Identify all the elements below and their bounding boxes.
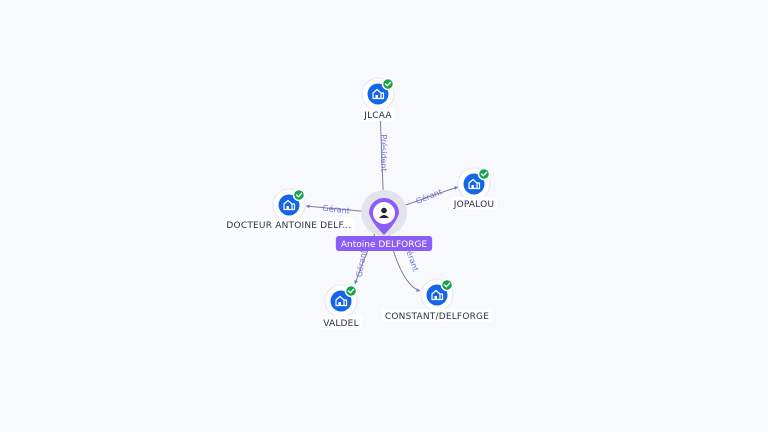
company-node-disc	[330, 290, 352, 312]
company-node-docteur[interactable]: DOCTEUR ANTOINE DELF...	[223, 188, 355, 231]
company-node-disc	[367, 83, 389, 105]
label-background	[223, 218, 355, 231]
label-background	[335, 236, 433, 251]
label-background	[450, 197, 498, 210]
label-background	[320, 316, 362, 329]
company-name-label: CONSTANT/DELFORGE	[381, 309, 493, 322]
building-icon	[335, 295, 348, 307]
person-name: Antoine DELFORGE	[341, 240, 428, 250]
company-name-label: JOPALOU	[450, 197, 498, 210]
building-icon	[283, 199, 296, 211]
edge-arrow-icon	[354, 280, 358, 284]
company-name: JLCAA	[363, 111, 392, 121]
person-name-label: Antoine DELFORGE	[335, 236, 433, 251]
relation-label: Gérant	[354, 249, 369, 278]
edge-arrow-icon	[416, 288, 420, 292]
company-node-disc	[426, 284, 448, 306]
building-icon	[468, 178, 481, 190]
edge-arrow-icon	[454, 186, 458, 190]
relation-label: Gérant	[414, 186, 443, 206]
company-node-valdel[interactable]: VALDEL	[320, 284, 362, 329]
person-node[interactable]: Antoine DELFORGE	[335, 190, 433, 251]
person-icon	[379, 207, 389, 218]
company-name: VALDEL	[323, 319, 359, 329]
label-background	[381, 309, 493, 322]
company-node-jopalou[interactable]: JOPALOU	[450, 167, 498, 210]
edge-arrow-icon	[306, 204, 310, 209]
verified-check-icon	[477, 167, 491, 181]
company-node-disc	[278, 194, 300, 216]
building-icon	[431, 289, 444, 301]
label-background	[361, 108, 395, 121]
verified-check-icon	[440, 278, 454, 292]
company-name: CONSTANT/DELFORGE	[385, 312, 489, 322]
company-name: DOCTEUR ANTOINE DELF...	[226, 221, 351, 231]
verified-check-icon	[344, 284, 358, 298]
company-node-disc	[463, 173, 485, 195]
company-node-constant[interactable]: CONSTANT/DELFORGE	[381, 278, 493, 322]
company-name-label: JLCAA	[361, 108, 395, 121]
verified-check-icon	[381, 77, 395, 91]
relation-label: Président	[379, 134, 389, 171]
company-name-label: VALDEL	[320, 316, 362, 329]
verified-check-icon	[292, 188, 306, 202]
company-node-jlcaa[interactable]: JLCAA	[361, 77, 395, 121]
relation-label: Gérant	[322, 203, 350, 216]
company-name-label: DOCTEUR ANTOINE DELF...	[223, 218, 355, 231]
company-name: JOPALOU	[453, 200, 495, 210]
building-icon	[372, 88, 385, 100]
